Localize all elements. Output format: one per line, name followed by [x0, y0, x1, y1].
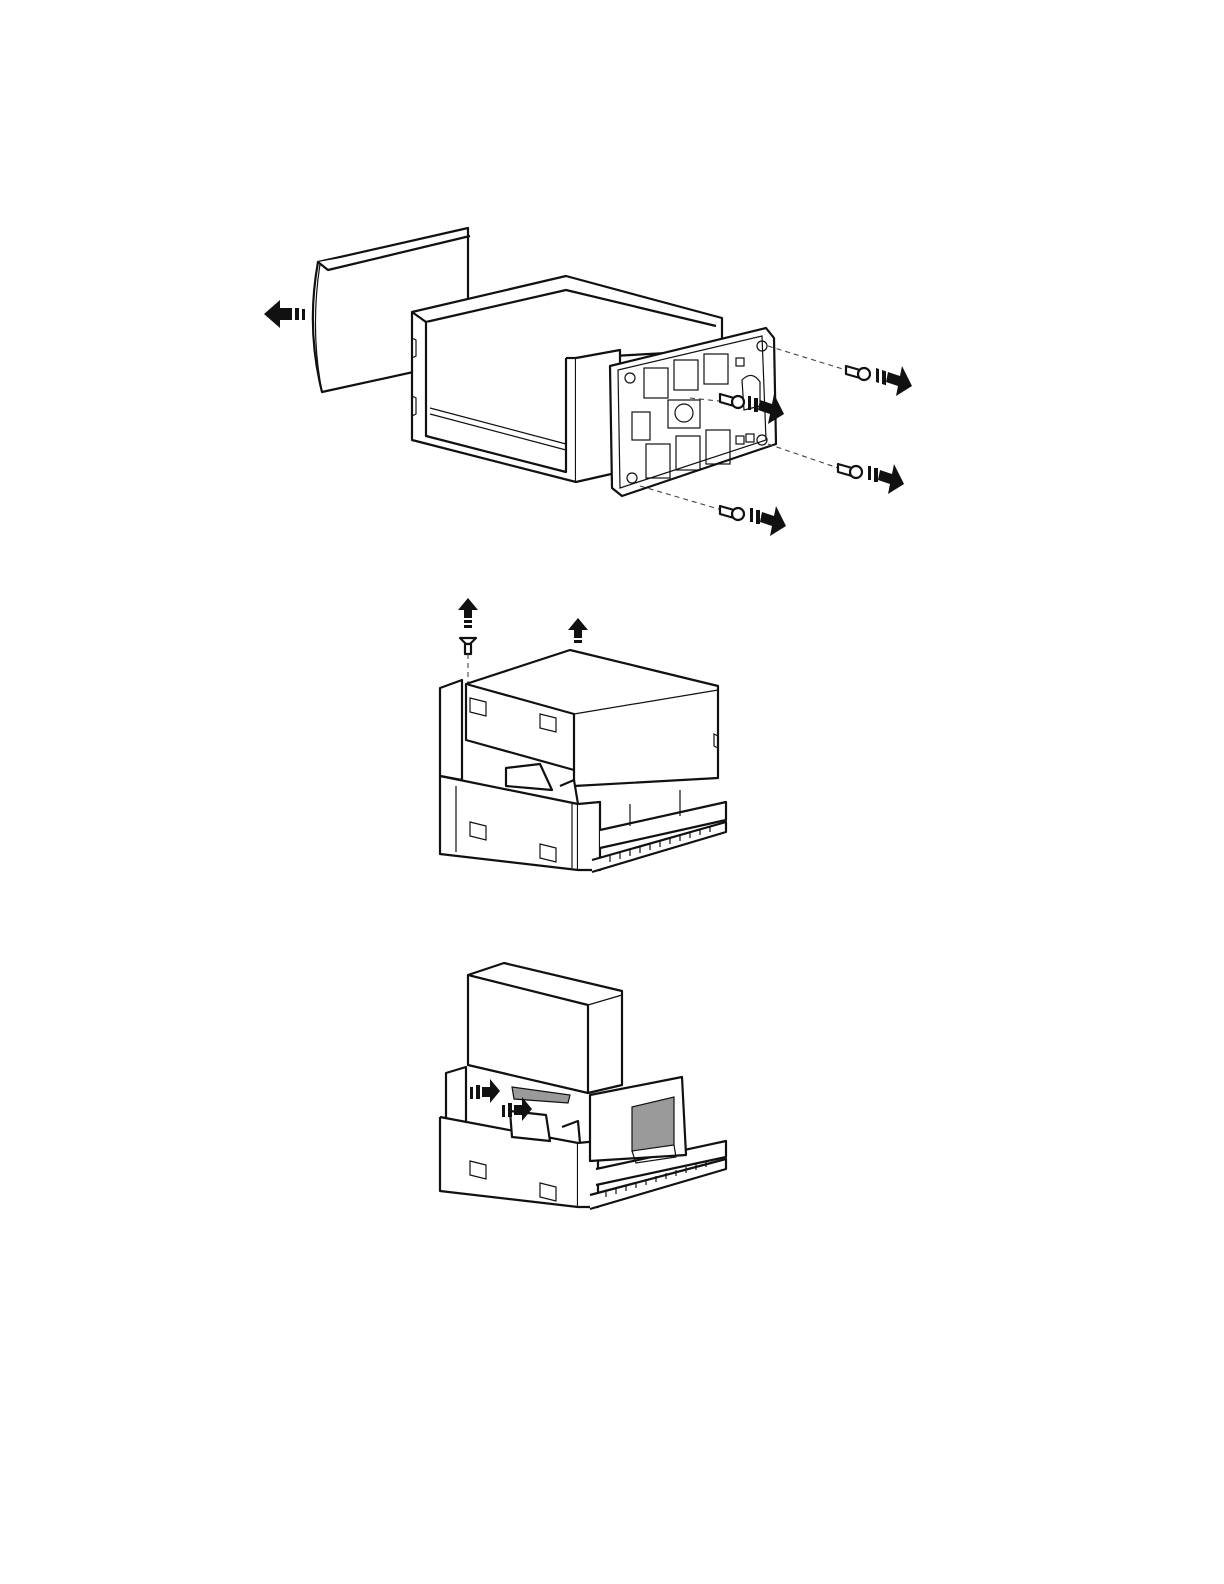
screw-icon	[720, 506, 744, 520]
exploded-view-battery	[0, 955, 1224, 1225]
top-cover	[466, 650, 718, 786]
exploded-view-top-cover	[0, 590, 1224, 880]
arrow-icon	[264, 300, 305, 328]
arrow-icon	[868, 464, 904, 494]
screw-icon	[846, 366, 870, 380]
figure-remove-panels	[0, 200, 1224, 560]
arrow-icon	[458, 598, 478, 628]
screw-icon	[460, 638, 476, 654]
arrow-icon	[750, 506, 786, 536]
arrow-icon	[876, 366, 912, 396]
figure-remove-battery	[0, 955, 1224, 1225]
screw-icon	[838, 464, 862, 478]
arrow-icon	[470, 1079, 500, 1103]
exploded-view-panels	[0, 200, 1224, 560]
battery	[468, 963, 622, 1093]
arrow-icon	[568, 618, 588, 643]
figure-remove-top-screws	[0, 590, 1224, 880]
